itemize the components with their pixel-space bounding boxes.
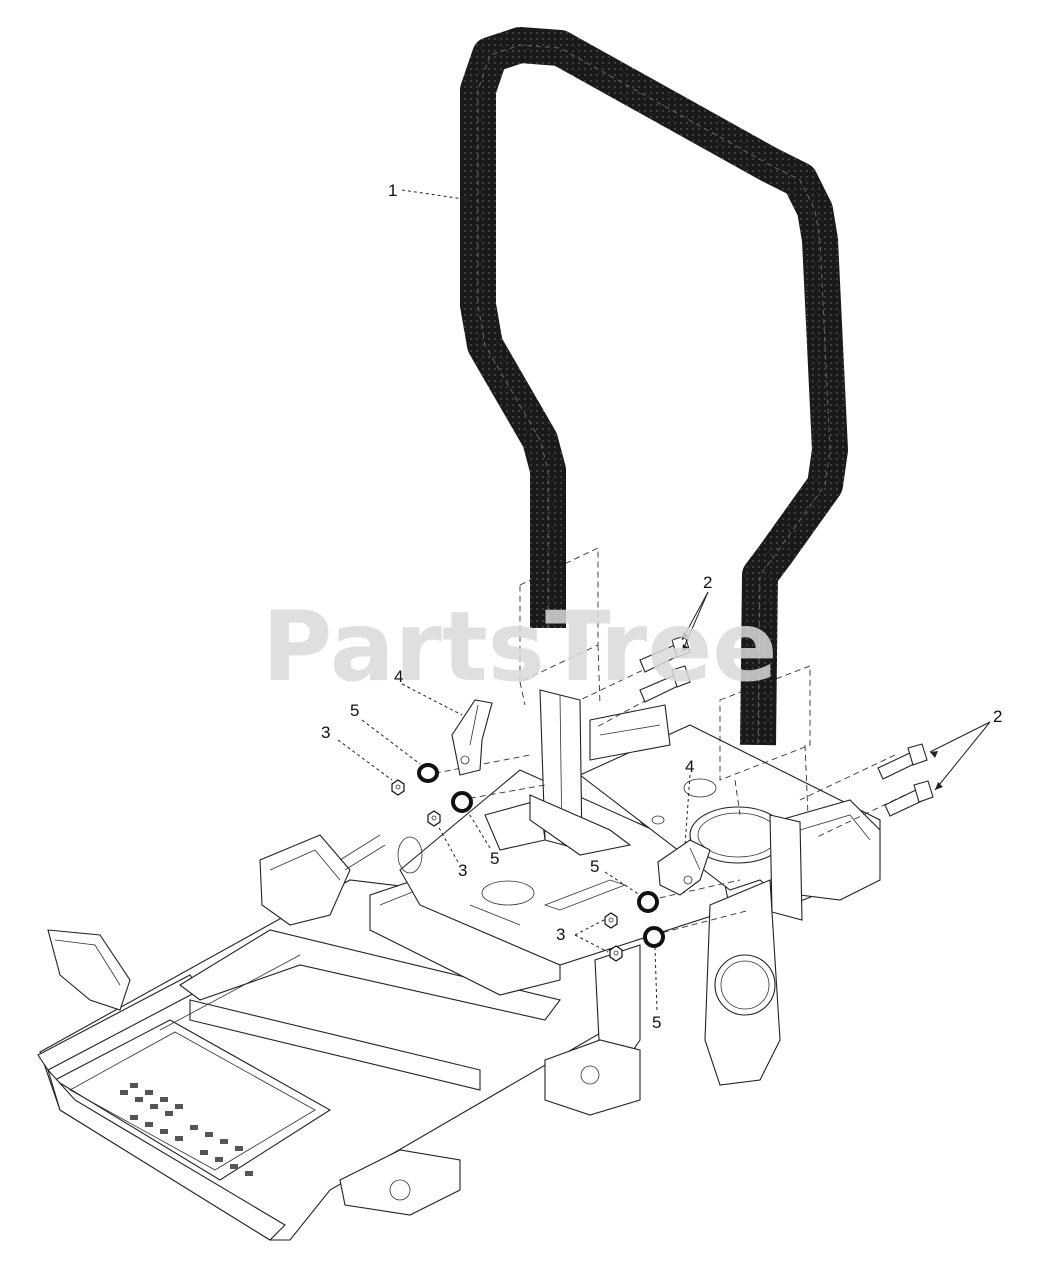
callout-4-right: 4 xyxy=(685,757,694,776)
callouts: 1 2 2 4 5 3 5 3 4 5 3 5 xyxy=(321,181,1002,1032)
washer-1 xyxy=(417,763,439,783)
nut-2 xyxy=(427,810,441,827)
callout-3-left-lower: 3 xyxy=(458,861,467,880)
mower-frame xyxy=(37,689,881,1241)
callout-1: 1 xyxy=(388,181,397,200)
washers xyxy=(417,763,665,948)
bolt-left-upper xyxy=(639,635,691,673)
callout-3-left-upper: 3 xyxy=(321,723,330,742)
leader-lines xyxy=(337,189,991,1011)
washer-4 xyxy=(643,926,665,948)
brackets xyxy=(451,699,711,896)
callout-5-left-lower: 5 xyxy=(490,849,499,868)
callout-5-right-lower: 5 xyxy=(652,1013,661,1032)
callout-2-right: 2 xyxy=(993,707,1002,726)
bracket-right xyxy=(657,839,711,896)
callout-5-left-upper: 5 xyxy=(350,701,359,720)
bolt-right-lower xyxy=(884,780,934,817)
callout-4-left: 4 xyxy=(394,667,403,686)
nut-4 xyxy=(609,945,623,962)
washer-3 xyxy=(637,891,659,913)
bracket-left xyxy=(451,699,493,776)
bolt-left-lower xyxy=(639,665,691,703)
watermark-text: PartsTree xyxy=(262,591,777,703)
footrest-tread xyxy=(120,1083,253,1176)
callout-5-right-upper: 5 xyxy=(590,857,599,876)
nut-1 xyxy=(391,779,405,796)
nuts xyxy=(391,779,623,962)
callout-2-upper: 2 xyxy=(703,573,712,592)
washer-2 xyxy=(451,791,473,813)
bolts xyxy=(639,635,934,817)
bolt-right-upper xyxy=(877,743,928,780)
nut-3 xyxy=(604,912,618,929)
roll-bar xyxy=(460,27,848,746)
callout-3-right: 3 xyxy=(556,925,565,944)
